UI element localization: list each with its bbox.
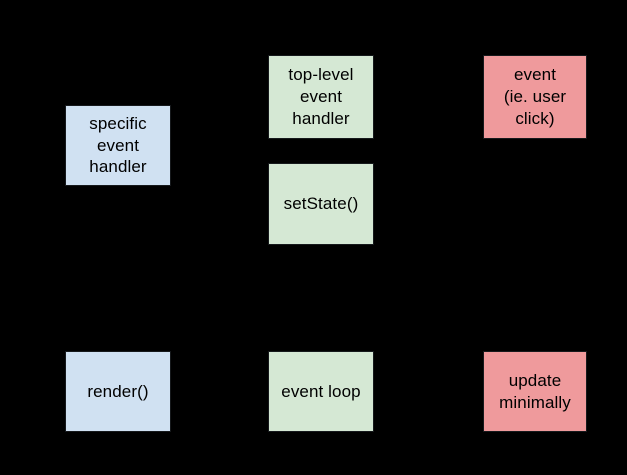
node-render[interactable]: render() (65, 351, 171, 432)
node-event-loop[interactable]: event loop (268, 351, 374, 432)
node-label: event loop (281, 381, 361, 401)
node-top-level-event-handler[interactable]: top-level event handler (268, 55, 374, 139)
node-specific-event-handler[interactable]: specific event handler (65, 105, 171, 186)
node-set-state[interactable]: setState() (268, 163, 374, 245)
node-label: top-level event handler (288, 65, 354, 128)
node-label: specific event handler (89, 113, 147, 177)
node-update-minimally[interactable]: update minimally (483, 351, 587, 432)
node-label: setState() (283, 194, 359, 214)
node-label: update minimally (499, 370, 571, 412)
node-event-ie-user-click[interactable]: event (ie. user click) (483, 55, 587, 139)
node-label: render() (87, 381, 149, 401)
node-label: event (ie. user click) (503, 65, 567, 128)
